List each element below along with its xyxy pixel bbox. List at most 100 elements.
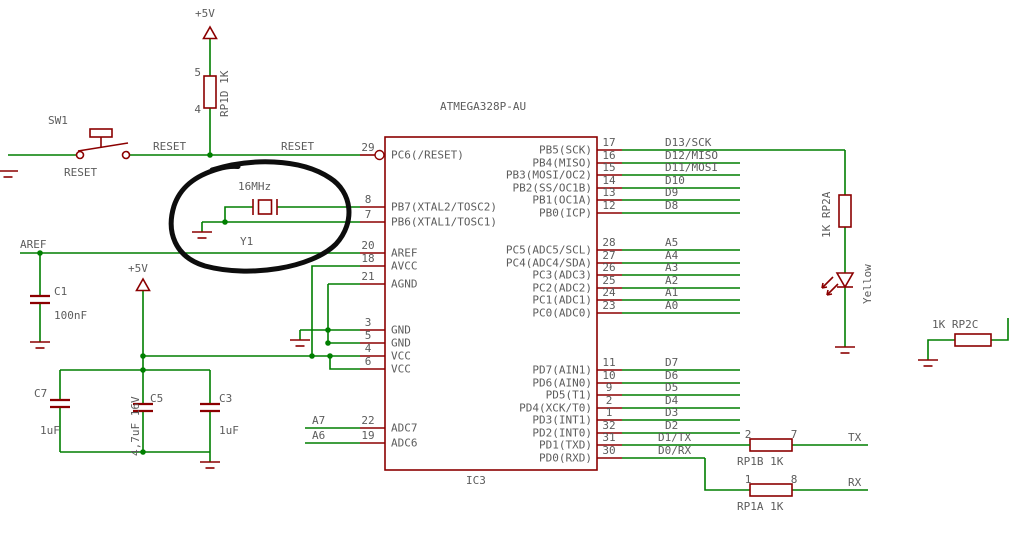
c7-capacitor [50,398,70,409]
pin-number: 1 [606,406,613,419]
pin-name: PB3(MOSI/OC2) [506,169,592,182]
pin-number: 9 [606,381,613,394]
c5-name: C5 [150,392,163,405]
c1-capacitor [30,294,50,305]
pin-number: 11 [602,356,615,369]
reset-net-label-2: RESET [281,140,314,153]
plus5v-label-top: +5V [195,7,215,20]
pin-number: 2 [606,394,613,407]
rp1a-pin-1: 1 [745,473,752,486]
net-label: D7 [665,356,678,369]
pin-name: PD7(AIN1) [532,364,592,377]
rp1a-label: RP1A 1K [737,500,784,513]
pin-name: PD2(INT0) [532,427,592,440]
pin-number: 24 [602,286,616,299]
hand-drawn-circle-annotation [168,159,352,274]
net-label: A3 [665,261,678,274]
rp1b-label: RP1B 1K [737,455,784,468]
pin-name: PB0(ICP) [539,207,592,220]
pin-name: PD0(RXD) [539,452,592,465]
net-label: D1/TX [658,431,691,444]
crystal-refdes: Y1 [240,235,253,248]
pin-name: PD3(INT1) [532,414,592,427]
net-label: D8 [665,199,678,212]
net-label: D2 [665,419,678,432]
pin-number: 29 [361,141,374,154]
sw1-name: SW1 [48,114,68,127]
a6-net-label: A6 [312,429,325,442]
plus5v-symbol-top [202,25,218,40]
ground-symbol [29,341,51,349]
pin-name: ADC7 [391,422,418,435]
rp1d-pin-5: 5 [194,66,201,79]
aref-net-label: AREF [20,238,47,251]
pin-name: VCC [391,363,411,376]
led-yellow [821,272,855,296]
ground-symbol [289,339,311,347]
c3-value: 1uF [219,424,239,437]
pin-name: PD4(XCK/T0) [519,402,592,415]
rp1b-pin-2: 2 [745,428,752,441]
rp2c-resistor [954,333,992,347]
pin-name: GND [391,324,411,337]
ic-title: ATMEGA328P-AU [440,100,526,113]
net-label: A0 [665,299,678,312]
pin-number: 23 [602,299,615,312]
net-label: D9 [665,186,678,199]
pin-number: 6 [365,355,372,368]
pin-name: PB2(SS/OC1B) [513,182,592,195]
c7-name: C7 [34,387,47,400]
pin-name: PD1(TXD) [539,439,592,452]
net-label: D6 [665,369,678,382]
net-label: D13/SCK [665,136,712,149]
pin-number: 15 [602,161,615,174]
pin-number: 25 [602,274,615,287]
pin-name: PD6(AIN0) [532,377,592,390]
pin-name: PB6(XTAL1/TOSC1) [391,216,497,229]
ic-refdes: IC3 [466,474,486,487]
rp2a-resistor [838,194,852,228]
crystal-frequency: 16MHz [238,180,271,193]
rp1b-resistor [749,438,793,452]
c5-capacitor [133,402,153,413]
c5-value: 4,7uF 16V [129,396,142,456]
pin-name: VCC [391,350,411,363]
pin-number: 21 [361,270,374,283]
pin-number: 28 [602,236,615,249]
pin-number: 31 [602,431,615,444]
inversion-bubble-icon [374,149,385,161]
net-label: D5 [665,381,678,394]
net-label: A4 [665,249,679,262]
net-label: A2 [665,274,678,287]
reset-net-label-1: RESET [153,140,186,153]
pin-number: 30 [602,444,615,457]
pin-name: PC1(ADC1) [532,294,592,307]
pin-number: 22 [361,414,374,427]
rx-net-label: RX [848,476,862,489]
rp1d-label: RP1D 1K [218,70,231,117]
pin-name: PB5(SCK) [539,144,592,157]
pin-name: PB7(XTAL2/TOSC2) [391,201,497,214]
pin-name: PC0(ADC0) [532,307,592,320]
rp1d-resistor [203,75,217,109]
